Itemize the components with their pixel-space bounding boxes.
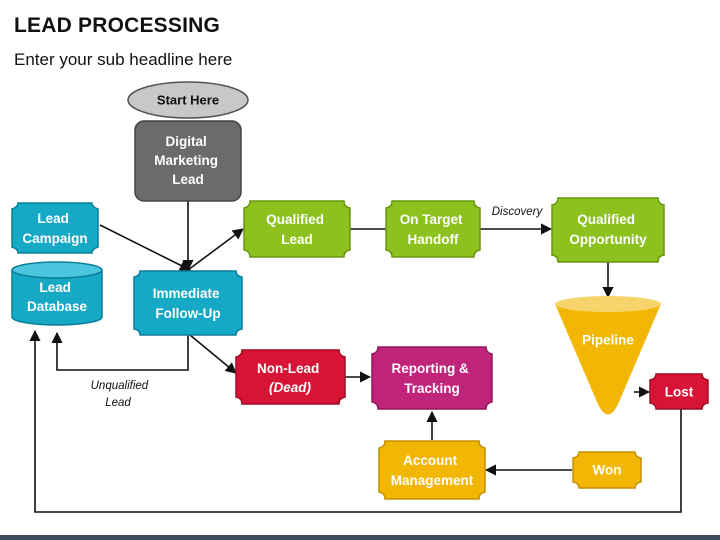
edge-label-discovery: Discovery [492,206,544,218]
node-handoff-line2: Handoff [408,232,459,247]
arrow-followup-to-qualified-lead [187,228,244,271]
node-digital-marketing-lead: Digital Marketing Lead [134,120,242,202]
edge-label-unqualified-line1: Unqualified [91,380,149,392]
node-lost-label: Lost [665,385,694,400]
footer-bar [0,535,720,540]
node-qualified-opportunity: Qualified Opportunity [551,197,665,263]
edge-label-unqualified-line2: Lead [105,397,131,409]
node-nonlead-line1: Non-Lead [257,361,319,376]
node-digital-line3: Lead [172,172,204,187]
svg-text:Qualified Opportunity: Qualified Opportunity [569,212,647,247]
node-account-line1: Account [403,453,458,468]
node-account-line2: Management [391,473,474,488]
node-opportunity-line1: Qualified [577,212,635,227]
node-won: Won [572,451,642,489]
node-opportunity-line2: Opportunity [569,232,647,247]
arrow-lost-to-database [29,329,682,513]
edge-label-unqualified: Unqualified Lead [91,380,152,409]
page-title: LEAD PROCESSING [14,14,221,37]
page-subtitle: Enter your sub headline here [14,50,233,69]
connectors [29,201,682,513]
svg-text:Reporting & Tracking: Reporting & Tracking [391,361,472,396]
node-account-management: Account Management [378,440,486,500]
node-reporting-tracking: Reporting & Tracking [371,346,493,410]
node-lost: Lost [649,373,709,410]
node-reporting-line2: Tracking [404,381,460,396]
node-qualified-lead-line2: Lead [281,232,313,247]
node-pipeline-label: Pipeline [582,333,634,348]
svg-text:Non-Lead (Dead): Non-Lead (Dead) [257,361,323,395]
svg-text:Account Management: Account Management [391,453,474,488]
svg-text:Immediate Follow-Up: Immediate Follow-Up [153,286,224,321]
node-lead-database: Lead Database [11,261,103,326]
node-on-target-handoff: On Target Handoff [385,200,481,258]
svg-text:Digital Marketing: Digital Marketing Lead [154,134,222,187]
node-pipeline: Pipeline [555,296,661,415]
arrow-followup-to-database [51,331,189,371]
node-immediate-follow-up: Immediate Follow-Up [133,270,243,336]
node-campaign-line2: Campaign [22,231,87,246]
node-reporting-line1: Reporting & [391,361,468,376]
node-digital-line1: Digital [165,134,206,149]
node-campaign-line1: Lead [37,211,69,226]
svg-text:Lead Database: Lead Database [27,280,88,314]
node-digital-line2: Marketing [154,153,218,168]
node-non-lead: Non-Lead (Dead) [235,349,346,405]
arrow-followup-to-nonlead [189,334,237,374]
svg-text:On Target Handoff: On Target Handoff [400,212,467,247]
node-won-label: Won [593,463,622,478]
node-nonlead-line2: (Dead) [269,380,312,395]
node-followup-line1: Immediate [153,286,220,301]
node-database-line2: Database [27,299,88,314]
svg-text:Lead Campaign: Lead Campaign [22,211,87,246]
node-start-here: Start Here [127,81,249,119]
node-database-line1: Lead [39,280,71,295]
arrow-campaign-to-followup [99,224,192,271]
node-start-label: Start Here [157,93,219,108]
node-qualified-lead: Qualified Lead [243,200,351,258]
node-lead-campaign: Lead Campaign [11,202,99,254]
node-qualified-lead-line1: Qualified [266,212,324,227]
node-followup-line2: Follow-Up [155,306,220,321]
node-handoff-line1: On Target [400,212,463,227]
svg-text:Qualified Lead: Qualified Lead [266,212,328,247]
